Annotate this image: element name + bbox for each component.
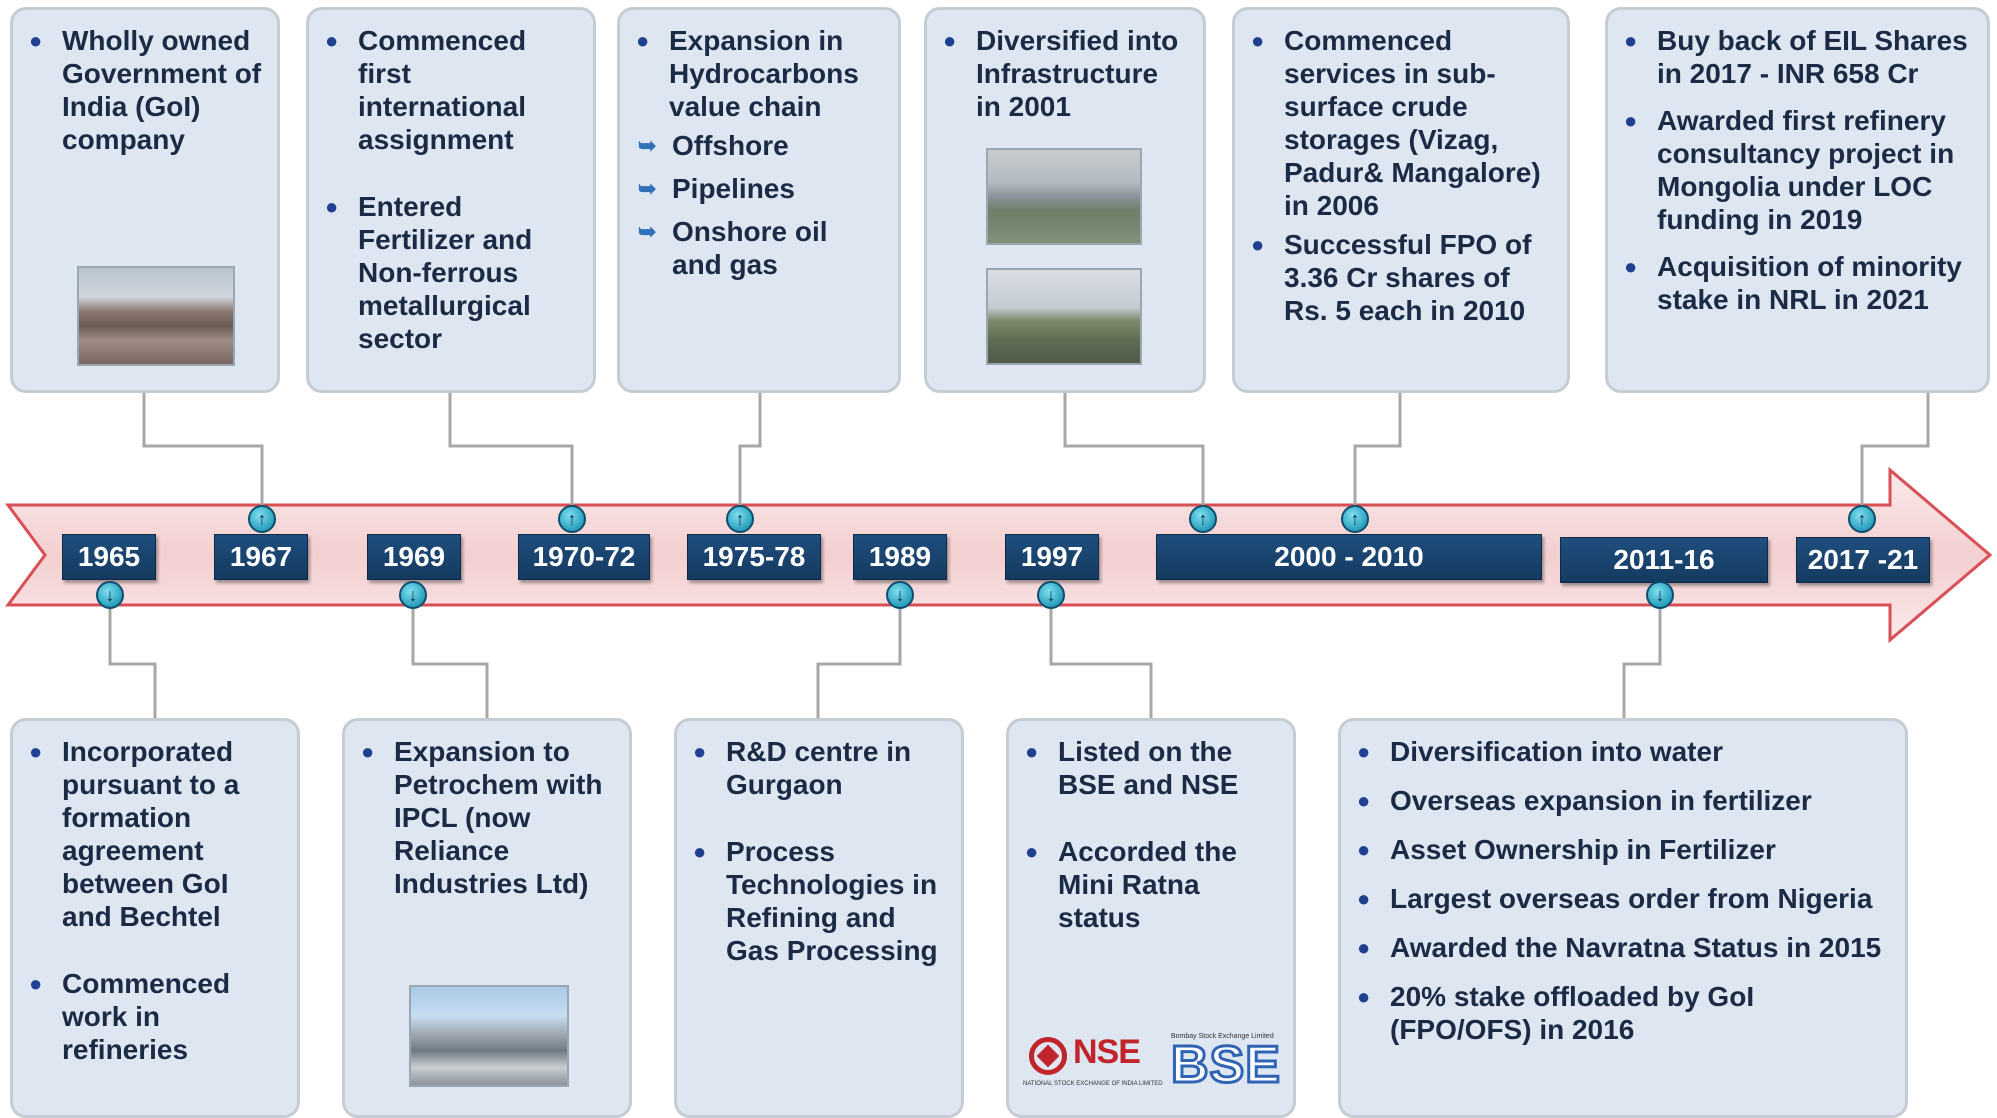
milestone-item: R&D centre in Gurgaon (691, 735, 947, 801)
sub-item: Offshore (634, 129, 884, 162)
connector-1989 (816, 608, 902, 718)
milestone-box-bottom-4: Listed on the BSE and NSE Accorded the M… (1006, 718, 1296, 1118)
refinery-photo (77, 266, 235, 366)
milestone-item: Incorporated pursuant to a formation agr… (27, 735, 283, 933)
up-arrow-circle-icon: ↑ (1848, 505, 1876, 533)
up-arrow-circle-icon: ↑ (248, 505, 276, 533)
year-label-1967: 1967 (214, 534, 308, 580)
milestone-item: Awarded the Navratna Status in 2015 (1355, 931, 1891, 964)
down-arrow-circle-icon: ↓ (1037, 581, 1065, 609)
milestone-item: Largest overseas order from Nigeria (1355, 882, 1891, 915)
milestone-item: Accorded the Mini Ratna status (1023, 835, 1279, 934)
nse-logo-text: NSE (1073, 1033, 1141, 1071)
milestone-item: Successful FPO of 3.36 Cr shares of Rs. … (1249, 228, 1553, 327)
petrochem-plant-photo (409, 985, 569, 1087)
milestone-item: Diversification into water (1355, 735, 1891, 768)
connector-1967 (142, 393, 264, 505)
year-label-1975-78: 1975-78 (687, 534, 821, 580)
milestone-box-top-2: Commenced first international assignment… (306, 7, 596, 393)
milestone-item: Commenced work in refineries (27, 967, 283, 1066)
year-label-1997: 1997 (1005, 534, 1099, 580)
down-arrow-circle-icon: ↓ (886, 581, 914, 609)
connector-1969 (411, 608, 489, 718)
year-label-1970-72: 1970-72 (518, 534, 650, 580)
year-label-1965: 1965 (62, 534, 156, 580)
connector-1997 (1049, 608, 1153, 718)
milestone-item: Listed on the BSE and NSE (1023, 735, 1279, 801)
connector-2017 (1860, 393, 1930, 505)
milestone-box-bottom-5: Diversification into water Overseas expa… (1338, 718, 1908, 1118)
nse-logo-subtext: NATIONAL STOCK EXCHANGE OF INDIA LIMITED (1023, 1081, 1163, 1087)
milestone-item: Commenced services in sub-surface crude … (1249, 24, 1553, 222)
milestone-box-bottom-1: Incorporated pursuant to a formation agr… (10, 718, 300, 1118)
milestone-item: Expansion to Petrochem with IPCL (now Re… (359, 735, 615, 900)
connector-1970 (448, 393, 574, 505)
up-arrow-circle-icon: ↑ (1189, 505, 1217, 533)
milestone-item: Entered Fertilizer and Non-ferrous metal… (323, 190, 579, 355)
milestone-item: Diversified into Infrastructure in 2001 (941, 24, 1189, 123)
up-arrow-circle-icon: ↑ (558, 505, 586, 533)
connector-1975 (738, 393, 762, 505)
milestone-item: Awarded first refinery consultancy proje… (1622, 104, 1973, 236)
milestone-item: Process Technologies in Refining and Gas… (691, 835, 947, 967)
bse-logo-text: BSE (1170, 1036, 1282, 1095)
year-label-2000-2010: 2000 - 2010 (1156, 534, 1542, 580)
down-arrow-circle-icon: ↓ (1646, 581, 1674, 609)
sub-item: Pipelines (634, 172, 884, 205)
bse-logo: Bombay Stock Exchange Limited BSE (1170, 1033, 1282, 1095)
milestone-box-bottom-3: R&D centre in Gurgaon Process Technologi… (674, 718, 964, 1118)
connector-2001 (1063, 393, 1205, 505)
milestone-item: 20% stake offloaded by GoI (FPO/OFS) in … (1355, 980, 1891, 1046)
milestone-item: Commenced first international assignment (323, 24, 579, 156)
connector-2006 (1353, 393, 1402, 505)
bse-logo-subtext: Bombay Stock Exchange Limited (1171, 1033, 1274, 1040)
nse-logo: NSE NATIONAL STOCK EXCHANGE OF INDIA LIM… (1023, 1033, 1163, 1095)
down-arrow-circle-icon: ↓ (96, 581, 124, 609)
sub-item: Onshore oil and gas (634, 215, 884, 281)
milestone-item: Overseas expansion in fertilizer (1355, 784, 1891, 817)
year-label-1969: 1969 (367, 534, 461, 580)
milestone-item: Expansion in Hydrocarbons value chain (634, 24, 884, 123)
milestone-item: Asset Ownership in Fertilizer (1355, 833, 1891, 866)
year-label-1989: 1989 (853, 534, 947, 580)
milestone-box-top-5: Commenced services in sub-surface crude … (1232, 7, 1570, 393)
infrastructure-photo-2 (986, 268, 1142, 365)
milestone-box-bottom-2: Expansion to Petrochem with IPCL (now Re… (342, 718, 632, 1118)
infrastructure-photo-1 (986, 148, 1142, 245)
milestone-item: Acquisition of minority stake in NRL in … (1622, 250, 1973, 316)
milestone-item: Buy back of EIL Shares in 2017 - INR 658… (1622, 24, 1973, 90)
connector-1965 (108, 608, 157, 718)
milestone-box-top-6: Buy back of EIL Shares in 2017 - INR 658… (1605, 7, 1990, 393)
milestone-item: Wholly owned Government of India (GoI) c… (27, 24, 263, 156)
connector-2011 (1622, 608, 1662, 718)
milestone-box-top-3: Expansion in Hydrocarbons value chain Of… (617, 7, 901, 393)
down-arrow-circle-icon: ↓ (399, 581, 427, 609)
year-label-2017-21: 2017 -21 (1796, 537, 1930, 583)
milestone-box-top-4: Diversified into Infrastructure in 2001 (924, 7, 1206, 393)
milestone-box-top-1: Wholly owned Government of India (GoI) c… (10, 7, 280, 393)
up-arrow-circle-icon: ↑ (1341, 505, 1369, 533)
year-label-2011-16: 2011-16 (1560, 537, 1768, 583)
up-arrow-circle-icon: ↑ (726, 505, 754, 533)
